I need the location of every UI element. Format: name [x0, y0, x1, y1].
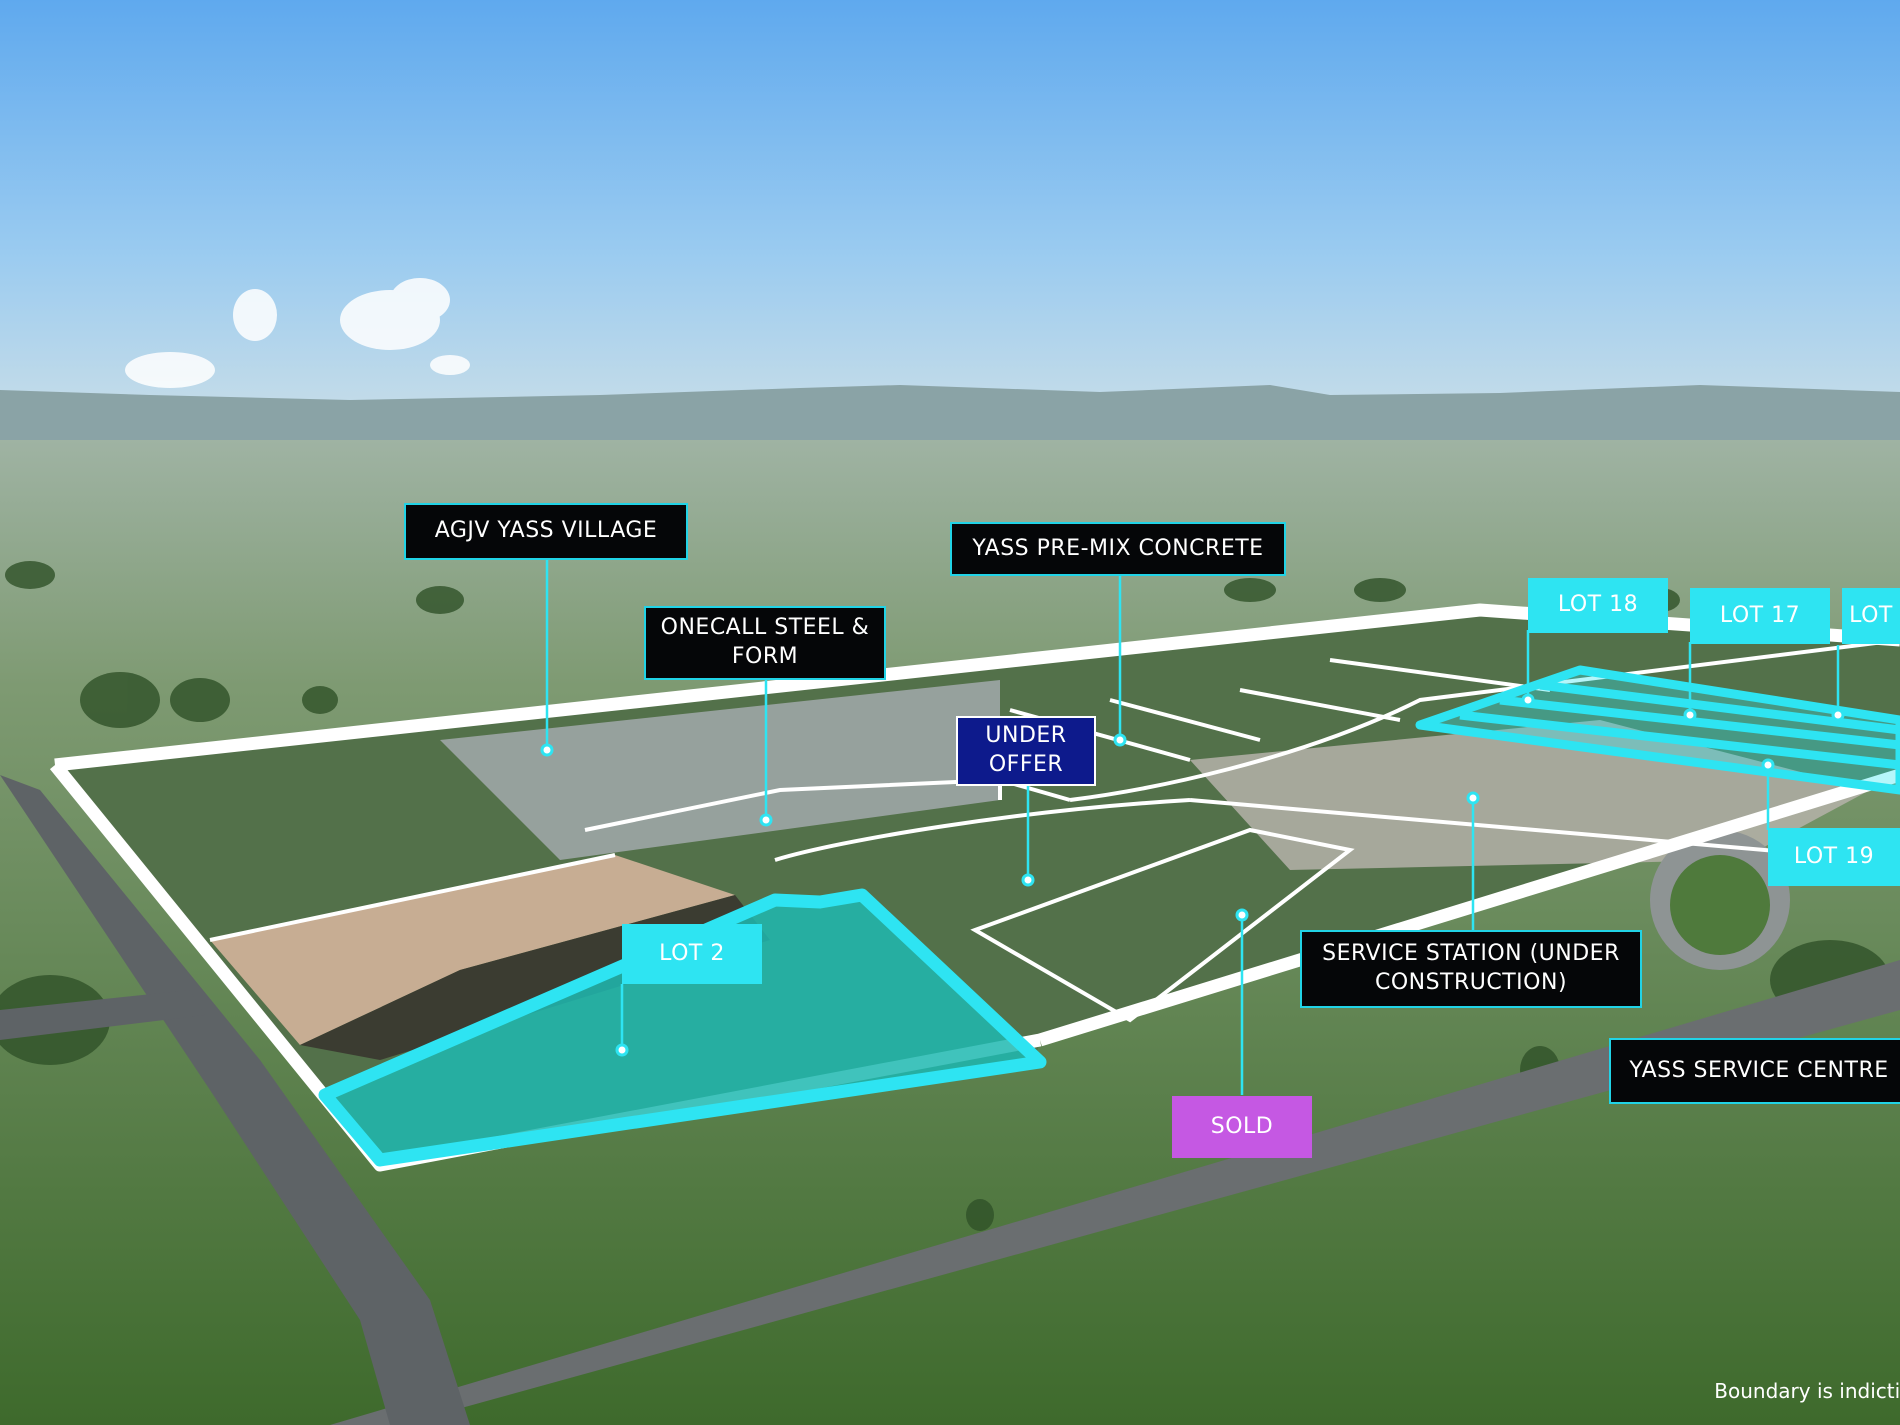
label-agjv-yass-village: AGJV YASS VILLAGE	[404, 503, 688, 560]
label-onecall-steel: ONECALL STEEL & FORM	[644, 606, 886, 680]
leader-lines	[545, 560, 1840, 1095]
side-road	[0, 775, 470, 1425]
label-lot-17: LOT 17	[1690, 588, 1830, 644]
sky	[0, 0, 1900, 420]
label-lot-2: LOT 2	[622, 924, 762, 984]
lot-2-area	[318, 888, 1047, 1167]
cross-road	[0, 990, 205, 1040]
label-under-offer: UNDER OFFER	[956, 716, 1096, 786]
clouds	[125, 278, 470, 388]
highway	[330, 960, 1900, 1425]
label-lot-19: LOT 19	[1768, 828, 1900, 886]
label-lot-18: LOT 18	[1528, 578, 1668, 633]
building-yard	[440, 680, 1000, 860]
boundary-note: Boundary is indictiv	[1714, 1379, 1900, 1403]
label-yass-service-centre: YASS SERVICE CENTRE	[1609, 1038, 1900, 1104]
label-service-station: SERVICE STATION (UNDER CONSTRUCTION)	[1300, 930, 1642, 1008]
leader-dots	[540, 693, 1845, 1057]
label-yass-premix-concrete: YASS PRE-MIX CONCRETE	[950, 522, 1286, 576]
dirt-area	[210, 855, 735, 1045]
lots-16-19	[1415, 665, 1900, 795]
label-sold: SOLD	[1172, 1096, 1312, 1158]
label-lot-16: LOT	[1842, 588, 1900, 644]
